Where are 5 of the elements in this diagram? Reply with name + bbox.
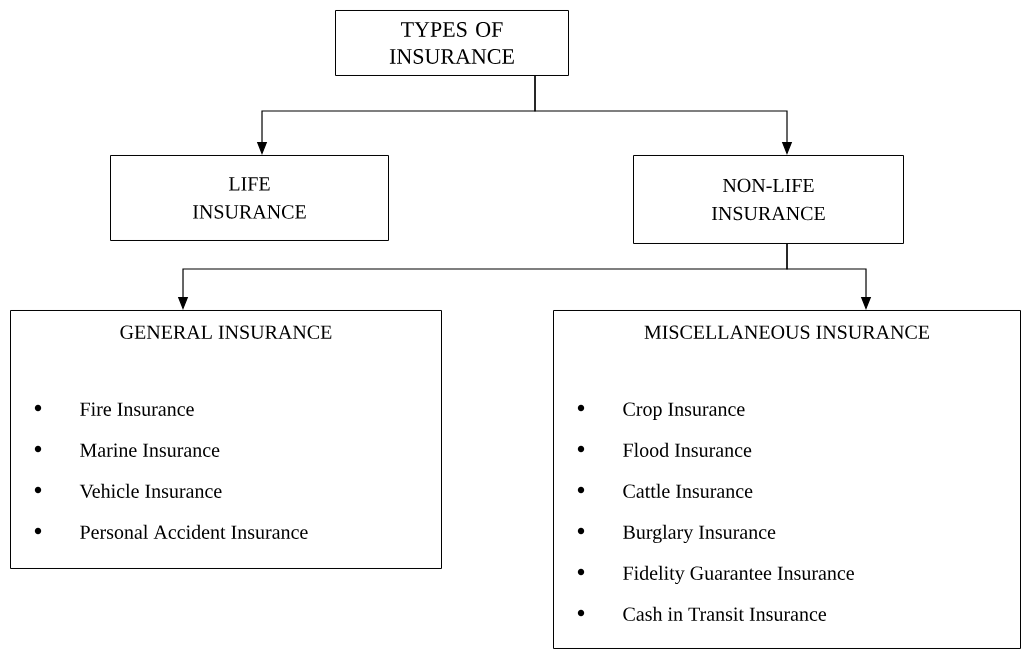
list-box: GENERAL INSURANCE Fire Insurance Marine Insurance Vehicle Insurance Personal Accident Insurance [10, 310, 442, 569]
category-box: NON-LIFE INSURANCE [633, 155, 904, 244]
category-box: TYPES OF INSURANCE [335, 10, 569, 76]
category-box: LIFE INSURANCE [110, 155, 389, 241]
list-box: MISCELLANEOUS INSURANCE Crop Insurance Flood Insurance Cattle Insurance Burglary Insurance Fidelity Guarantee Insurance Cash in Transit Insurance [553, 310, 1021, 649]
